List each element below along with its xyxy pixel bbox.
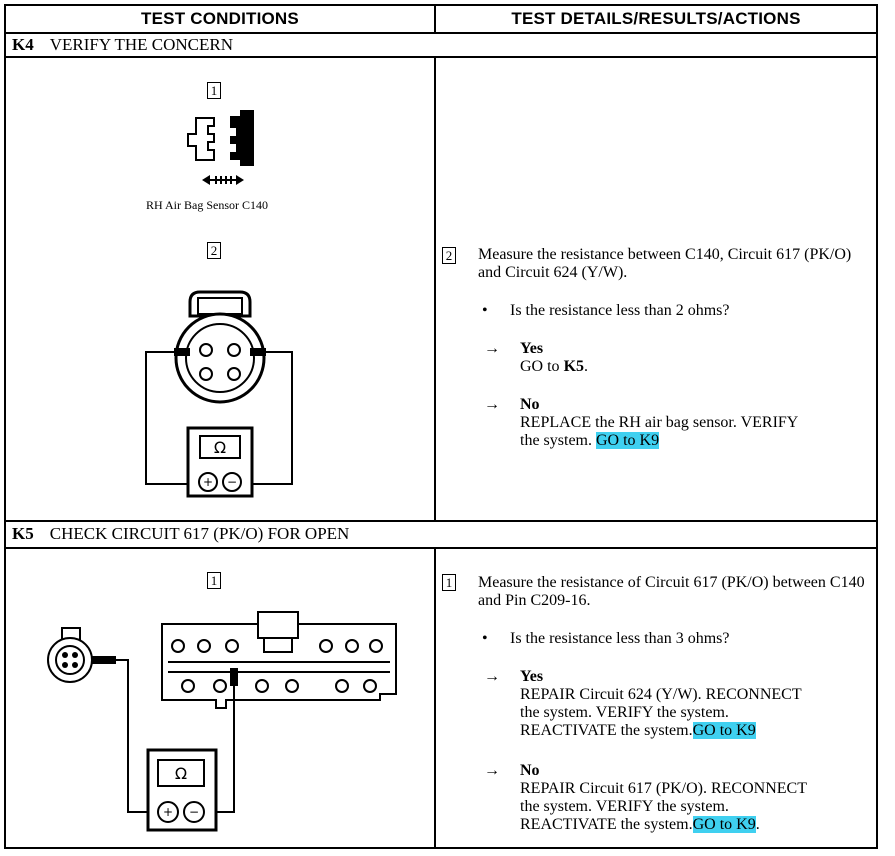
k4-no-label: No [520, 396, 540, 413]
k5-no-line1: REPAIR Circuit 617 (PK/O). RECONNECT [520, 780, 807, 797]
section-title: CHECK CIRCUIT 617 (PK/O) FOR OPEN [49, 524, 350, 543]
circuit-measurement-diagram: Ω + − [47, 611, 397, 832]
k4-instruction: Measure the resistance between C140, Cir… [478, 246, 852, 281]
k5-no-line3: REACTIVATE the system.GO to K9. [520, 816, 760, 833]
arrow-icon: → [484, 668, 500, 685]
k4-yes-label: Yes [520, 340, 544, 357]
diagram-step-1-box: 1 [207, 82, 221, 99]
goto-k9-link[interactable]: GO to K9 [692, 722, 756, 739]
column-divider [434, 547, 436, 849]
k5-yes-line3: REACTIVATE the system.GO to K9 [520, 722, 756, 739]
k5-yes-line1: REPAIR Circuit 624 (Y/W). RECONNECT [520, 686, 802, 703]
diagram-step-1-box: 1 [207, 572, 221, 589]
arrow-icon: → [484, 340, 500, 357]
k5-no-label: No [520, 762, 540, 779]
divider [6, 520, 876, 522]
section-code: K4 [12, 35, 34, 54]
k4-no-line2: the system. GO to K9 [520, 432, 660, 449]
divider [6, 32, 876, 34]
goto-k9-link[interactable]: GO to K9 [692, 816, 756, 833]
arrow-icon: → [484, 762, 500, 779]
resistance-measurement-diagram: Ω + − [145, 290, 293, 498]
section-k4-header: K4 VERIFY THE CONCERN [12, 34, 233, 56]
test-procedure-table: TEST CONDITIONS TEST DETAILS/RESULTS/ACT… [4, 4, 878, 849]
k5-instruction: Measure the resistance of Circuit 617 (P… [478, 574, 865, 609]
step-1-box: 1 [442, 574, 456, 591]
k4-yes-text: GO to K5. [520, 358, 589, 375]
k4-question: Is the resistance less than 2 ohms? [510, 302, 730, 319]
section-code: K5 [12, 524, 34, 543]
k5-yes-label: Yes [520, 668, 544, 685]
svg-text:+: + [163, 805, 173, 819]
diagram-step-2-box: 2 [207, 242, 221, 259]
step-2-box: 2 [442, 247, 456, 264]
k5-yes-line2: the system. VERIFY the system. [520, 704, 729, 721]
diagram-caption: RH Air Bag Sensor C140 [146, 198, 269, 212]
connector-disconnect-icon [187, 110, 254, 185]
section-title: VERIFY THE CONCERN [49, 35, 233, 54]
arrow-icon: → [484, 396, 500, 413]
header-test-details: TEST DETAILS/RESULTS/ACTIONS [511, 9, 801, 28]
bullet: • [482, 302, 488, 319]
k5-no-line2: the system. VERIFY the system. [520, 798, 729, 815]
k5-question: Is the resistance less than 3 ohms? [510, 630, 730, 647]
svg-text:−: − [227, 475, 237, 489]
ohm-symbol: Ω [175, 764, 187, 783]
column-divider [434, 56, 436, 520]
section-k5-header: K5 CHECK CIRCUIT 617 (PK/O) FOR OPEN [12, 523, 349, 545]
svg-text:+: + [203, 475, 213, 489]
divider [6, 547, 876, 549]
svg-text:−: − [189, 805, 199, 819]
k4-no-line1: REPLACE the RH air bag sensor. VERIFY [520, 414, 799, 431]
divider [6, 56, 876, 58]
goto-k9-link[interactable]: GO to K9 [596, 432, 660, 449]
header-test-conditions: TEST CONDITIONS [6, 6, 436, 32]
bullet: • [482, 630, 488, 647]
ohm-symbol: Ω [214, 438, 226, 457]
